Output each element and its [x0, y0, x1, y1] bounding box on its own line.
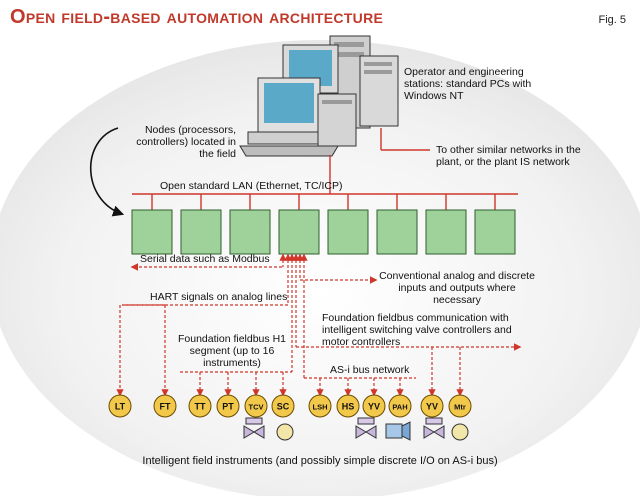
computer-icon — [239, 35, 399, 157]
figure-label: Fig. 5 — [598, 14, 626, 26]
caption: Intelligent field instruments (and possi… — [142, 455, 498, 467]
instrument-label: FT — [160, 402, 171, 412]
field-node — [131, 209, 173, 255]
instrument-label: Mtr — [454, 403, 466, 412]
instrument-label: YV — [426, 402, 438, 412]
instrument-label: PAH — [392, 403, 407, 412]
field-node — [327, 209, 369, 255]
instrument-pt: PT — [216, 394, 240, 418]
instrument-label: LT — [115, 402, 126, 412]
instrument-label: YV — [368, 402, 380, 412]
nodes-label: Nodes (processors, controllers) located … — [136, 124, 236, 160]
diagram-title: Open field-based automation architecture — [10, 6, 384, 28]
lan-label: Open standard LAN (Ethernet, TC/ICP) — [160, 180, 343, 192]
hart-label: HART signals on analog lines — [150, 291, 288, 303]
motor-icon — [385, 421, 411, 441]
conventional-io-label: Conventional analog and discrete inputs … — [379, 270, 535, 306]
field-node — [376, 209, 418, 255]
other-networks-label: To other similar networks in the plant, … — [436, 144, 581, 168]
instrument-lsh: LSH — [308, 394, 332, 418]
serial-data-label: Serial data such as Modbus — [140, 253, 270, 265]
instrument-ft: FT — [153, 394, 177, 418]
field-node — [278, 209, 320, 255]
node-group — [131, 194, 516, 255]
field-node — [180, 209, 222, 255]
asi-bus-label: AS-i bus network — [330, 364, 410, 376]
instrument-hs: HS — [336, 394, 360, 418]
foundation-comm-label: Foundation fieldbus communication with i… — [322, 312, 512, 348]
instrument-label: PT — [222, 402, 234, 412]
instrument-tcv: TCV — [244, 394, 268, 418]
instrument-label: SC — [277, 402, 290, 412]
instrument-yv: YV — [362, 394, 386, 418]
instrument-yv: YV — [420, 394, 444, 418]
operator-stations-label: Operator and engineering stations: stand… — [404, 66, 532, 102]
field-node — [474, 209, 516, 255]
instrument-sc: SC — [271, 394, 295, 418]
instrument-tt: TT — [188, 394, 212, 418]
background-glow — [0, 40, 640, 496]
instrument-lt: LT — [108, 394, 132, 418]
instrument-group: LT FT TT PT TCV SC LSH HS YV PAH YV Mtr — [108, 394, 472, 418]
h1-segment-label: Foundation fieldbus H1 segment (up to 16… — [178, 333, 286, 369]
field-node — [229, 209, 271, 255]
instrument-mtr: Mtr — [448, 394, 472, 418]
instrument-label: HS — [342, 402, 355, 412]
instrument-label: TCV — [249, 403, 264, 412]
field-node — [425, 209, 467, 255]
pump-icon — [276, 423, 469, 441]
instrument-label: TT — [195, 402, 206, 412]
instrument-pah: PAH — [388, 394, 412, 418]
instrument-label: LSH — [313, 403, 328, 412]
valve-icon — [243, 417, 445, 439]
